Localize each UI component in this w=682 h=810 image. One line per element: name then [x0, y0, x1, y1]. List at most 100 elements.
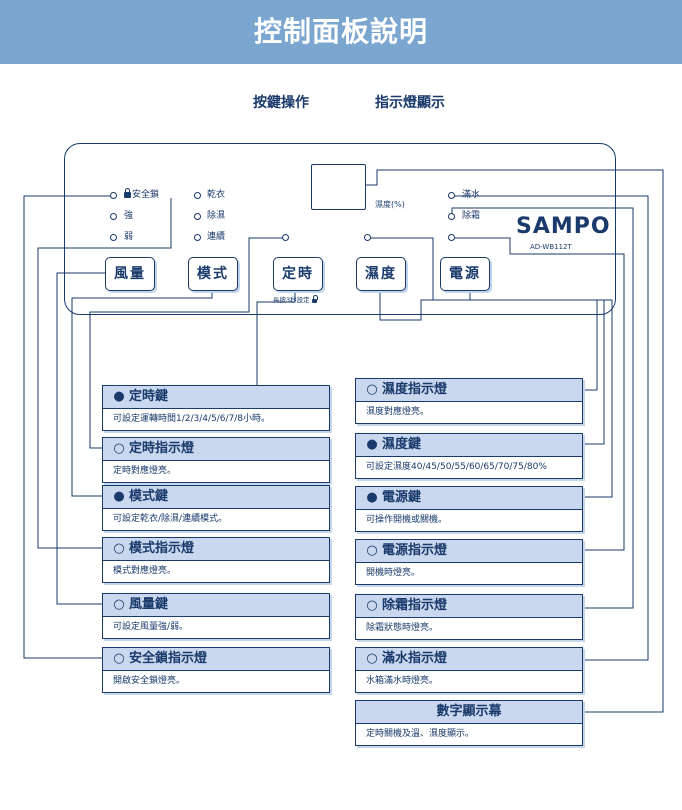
page-title: 控制面板說明 [253, 15, 428, 48]
timer-lock-note: 長按3秒設定 [273, 295, 318, 305]
card-title: ○ 模式指示燈 [103, 538, 329, 561]
wire-defrost-indicator [451, 207, 634, 609]
wire-timer-indicator [89, 237, 286, 449]
wire-mode-button [71, 288, 213, 497]
card-description: 定時關機及溫、濕度顯示。 [366, 729, 475, 739]
card-title: ○ 安全鎖指示燈 [103, 648, 329, 671]
wire-fullwater-indicator [452, 195, 649, 661]
card-title-text: 定時指示燈 [129, 441, 195, 456]
power-indicator-light [448, 234, 455, 241]
brand-logo: SAMPO [516, 214, 611, 239]
lock-indicator-text: 安全鎖 [124, 188, 160, 201]
card-title-text: 除霜指示燈 [382, 598, 448, 613]
card-title-text: 數字顯示幕 [436, 704, 502, 719]
lock-label: 安全鎖 [132, 190, 160, 200]
card-title: ○ 定時指示燈 [103, 438, 329, 461]
lock-icon [124, 188, 131, 198]
card-title: ● 定時鍵 [103, 386, 329, 409]
card-mark: ● [366, 437, 378, 452]
card-title: 數字顯示幕 [356, 701, 582, 724]
card-timer-button: ● 定時鍵 可設定運轉時間1/2/3/4/5/6/7/8小時。 [102, 385, 330, 431]
subheading-button-operation: 按鍵操作 [253, 95, 309, 111]
card-title-text: 滿水指示燈 [382, 651, 448, 666]
card-mark: ● [113, 389, 125, 404]
wire-lock-indicator [23, 195, 111, 659]
wire-timer-button [256, 283, 296, 386]
header-bar [0, 0, 682, 64]
card-title: ○濕度指示燈 [356, 379, 582, 402]
card-mark: ● [113, 489, 125, 504]
control-panel [64, 143, 616, 315]
card-description: 可設定濕度40/45/50/55/60/65/70/75/80% [366, 462, 547, 472]
fan-button[interactable]: 風量 [105, 257, 155, 291]
card-title-text: 風量鍵 [129, 597, 169, 612]
fan-weak-indicator-light [110, 234, 117, 241]
mode-dehumidify-indicator-light [194, 213, 201, 220]
card-defrost-indicator: ○ 除霜指示燈 除霜狀態時燈亮。 [355, 594, 583, 640]
card-description: 可設定運轉時間1/2/3/4/5/6/7/8小時。 [113, 414, 271, 424]
card-mark: ○ [366, 543, 378, 558]
wire-display [366, 169, 664, 713]
card-fan-button: ○風量鍵 可設定風量強/弱。 [102, 593, 330, 639]
card-mark: ○ [366, 382, 378, 397]
card-mark: ● [366, 490, 378, 505]
card-power-indicator: ○ 電源指示燈 開機時燈亮。 [355, 539, 583, 585]
card-mark: ○ [113, 651, 125, 666]
card-title-text: 濕度鍵 [382, 437, 422, 452]
full-water-label: 滿水 [462, 190, 481, 200]
card-title: ○ 電源指示燈 [356, 540, 582, 563]
power-button[interactable]: 電源 [440, 257, 490, 291]
card-title-text: 定時鍵 [129, 389, 169, 404]
card-mode-indicator: ○ 模式指示燈 模式對應燈亮。 [102, 537, 330, 583]
mode-dry-clothes-label: 乾衣 [207, 190, 226, 200]
humidity-unit-label: 濕度(%) [375, 200, 405, 209]
humidity-indicator-light [364, 234, 371, 241]
model-number: AD-WB112T [530, 243, 572, 251]
card-description: 開機時燈亮。 [366, 568, 421, 578]
humidity-button[interactable]: 濕度 [356, 257, 406, 291]
card-description: 可設定乾衣/除濕/連續模式。 [113, 514, 228, 524]
card-description: 定時對應燈亮。 [113, 466, 177, 476]
timer-indicator-light [282, 234, 289, 241]
lock-indicator-light [110, 192, 117, 199]
card-mark: ○ [366, 598, 378, 613]
card-mark: ○ [113, 441, 125, 456]
lock-icon [311, 295, 318, 303]
card-title-text: 電源鍵 [382, 490, 422, 505]
card-title: ● 電源鍵 [356, 487, 582, 510]
mode-continuous-indicator-light [194, 234, 201, 241]
card-lock-indicator: ○安全鎖指示燈 開啟安全鎖燈亮。 [102, 647, 330, 693]
full-water-indicator-light [448, 192, 455, 199]
mode-button[interactable]: 模式 [188, 257, 238, 291]
timer-note-text: 長按3秒設定 [273, 296, 310, 304]
card-mark: ○ [113, 541, 125, 556]
card-title: ● 濕度鍵 [356, 434, 582, 457]
card-description: 除霜狀態時燈亮。 [366, 623, 439, 633]
card-title-text: 模式指示燈 [129, 541, 195, 556]
wire-fan-button [56, 272, 105, 605]
fan-weak-label: 弱 [124, 232, 134, 242]
defrost-label: 除霜 [462, 211, 481, 221]
card-description: 水箱滿水時燈亮。 [366, 676, 439, 686]
subheading-indicator-display: 指示燈顯示 [375, 95, 445, 111]
card-description: 模式對應燈亮。 [113, 566, 177, 576]
card-title-text: 模式鍵 [129, 489, 169, 504]
wire-humidity-button [379, 288, 605, 445]
fan-strong-label: 強 [124, 211, 134, 221]
card-humidity-indicator: ○濕度指示燈 濕度對應燈亮。 [355, 378, 583, 424]
fan-strong-indicator-light [110, 213, 117, 220]
card-description: 可操作開機或關機。 [366, 515, 448, 525]
timer-button[interactable]: 定時 [273, 257, 323, 291]
card-full-water-indicator: ○ 滿水指示燈 水箱滿水時燈亮。 [355, 647, 583, 693]
card-title-text: 安全鎖指示燈 [129, 651, 208, 666]
wire-mode-indicator [37, 198, 172, 549]
card-mark: ○ [366, 651, 378, 666]
card-humidity-button: ● 濕度鍵 可設定濕度40/45/50/55/60/65/70/75/80% [355, 433, 583, 479]
card-title-text: 電源指示燈 [382, 543, 448, 558]
card-mark: ○ [113, 597, 125, 612]
card-title: ● 模式鍵 [103, 486, 329, 509]
mode-dehumidify-label: 除濕 [207, 211, 226, 221]
card-timer-indicator: ○ 定時指示燈 定時對應燈亮。 [102, 437, 330, 483]
wire-power-indicator [452, 237, 625, 551]
